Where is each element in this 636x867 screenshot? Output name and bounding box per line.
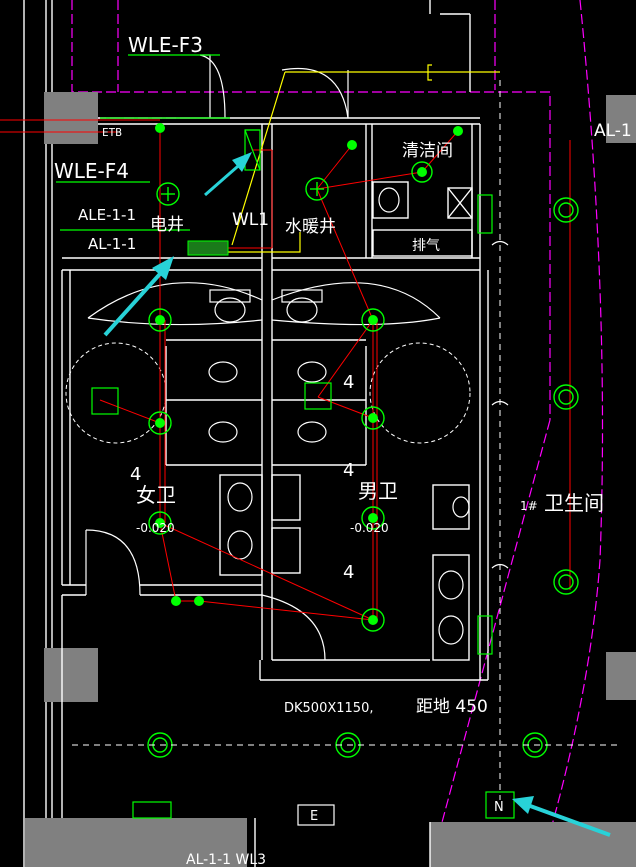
label-level-women: -0.020 bbox=[136, 521, 175, 535]
label-etb: ETB bbox=[102, 126, 122, 139]
label-bottom: AL-1-1 WL3 bbox=[186, 852, 266, 867]
label-count-c: 4 bbox=[343, 460, 354, 481]
label-height: 距地 450 bbox=[416, 697, 488, 717]
label-water-shaft: 水暖井 bbox=[285, 217, 336, 237]
label-box-n: N bbox=[494, 800, 504, 815]
equipment-outlines bbox=[56, 54, 493, 655]
label-dk-size: DK500X1150, bbox=[284, 701, 373, 716]
label-wl1: WL1 bbox=[232, 210, 269, 230]
label-ale-1-1: ALE-1-1 bbox=[78, 206, 136, 224]
arrows bbox=[103, 152, 611, 837]
conduit-brackets bbox=[491, 240, 509, 569]
distribution-panel bbox=[187, 240, 229, 256]
drawing-labels: WLE-F3 WLE-F4 ETB ALE-1-1 AL-1-1 WL1 电井 … bbox=[54, 33, 632, 867]
label-restroom-number: 1# bbox=[520, 499, 538, 513]
label-al-right: AL-1 bbox=[594, 121, 632, 141]
label-wle-f3: WLE-F3 bbox=[128, 33, 203, 57]
columns bbox=[25, 92, 636, 867]
boundary-lines bbox=[71, 0, 604, 867]
label-count-b: 4 bbox=[343, 372, 354, 393]
label-wle-f4: WLE-F4 bbox=[54, 159, 129, 183]
leader-lines bbox=[228, 64, 500, 253]
box-e bbox=[297, 804, 335, 826]
label-electrical-shaft: 电井 bbox=[150, 215, 184, 235]
label-box-e: E bbox=[310, 809, 318, 824]
label-count-a: 4 bbox=[130, 464, 141, 485]
doors-and-curves bbox=[85, 54, 441, 661]
label-restroom: 卫生间 bbox=[544, 491, 604, 515]
label-level-men: -0.020 bbox=[350, 521, 389, 535]
label-mens-room: 男卫 bbox=[358, 479, 398, 503]
label-janitor-room: 清洁间 bbox=[402, 141, 453, 161]
label-exhaust: 排气 bbox=[412, 238, 440, 254]
light-fixtures bbox=[147, 123, 579, 758]
bottom-equipment-boxes bbox=[132, 791, 515, 819]
conduit-line bbox=[72, 80, 620, 800]
turning-circles bbox=[65, 342, 471, 444]
label-count-d: 4 bbox=[343, 562, 354, 583]
label-womens-room: 女卫 bbox=[136, 483, 176, 507]
label-al-1-1: AL-1-1 bbox=[88, 235, 136, 253]
